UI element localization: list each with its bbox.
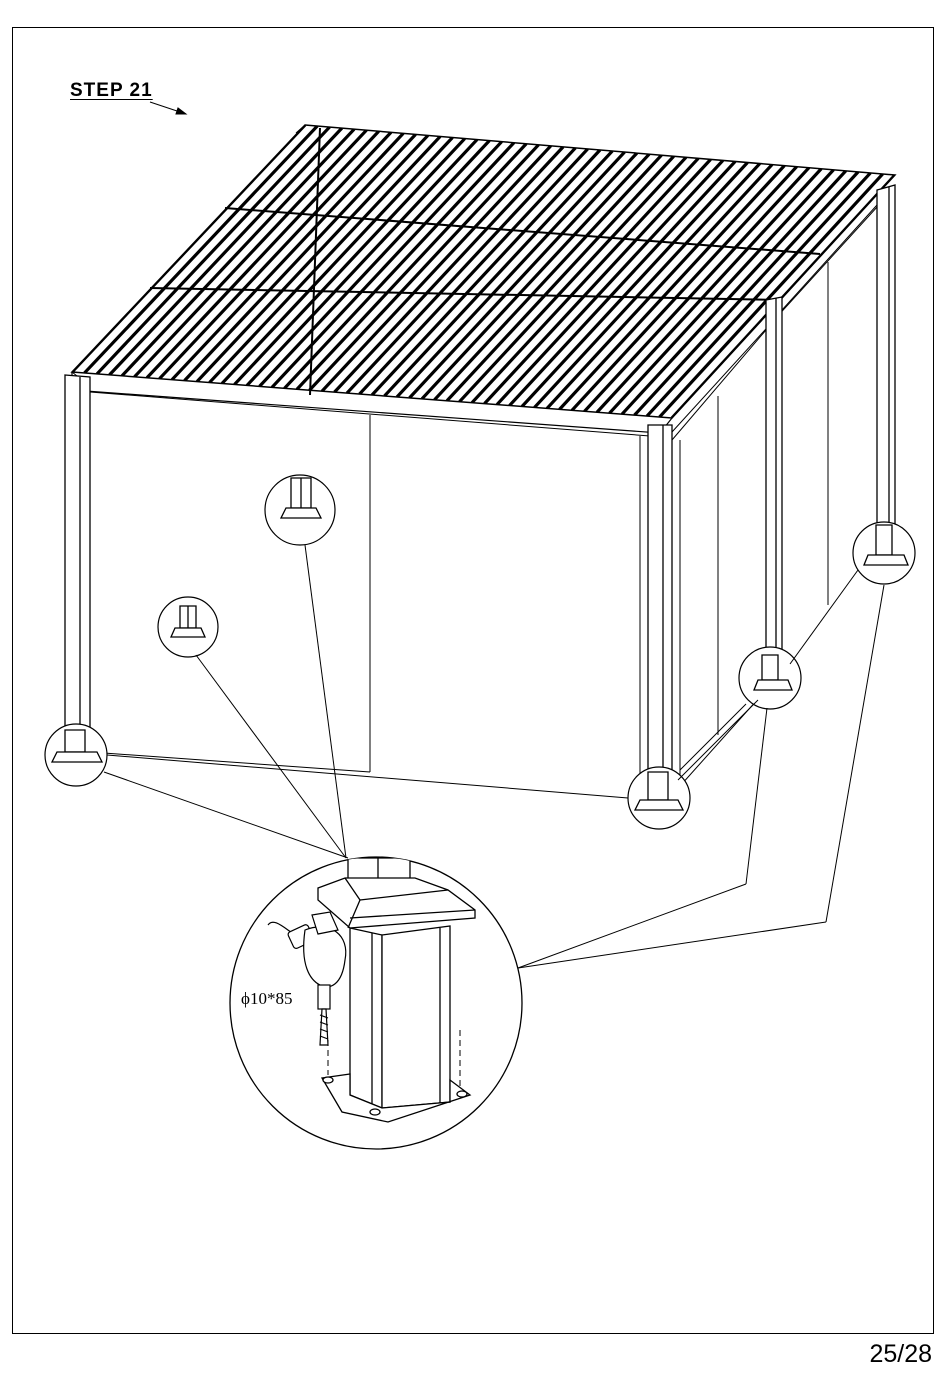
post-base-callouts (45, 475, 915, 829)
step-arrow (150, 102, 186, 114)
detail-view: ϕ10*85 (230, 857, 522, 1149)
page-number: 25/28 (869, 1340, 932, 1369)
drill-bit-size-label: ϕ10*85 (241, 989, 292, 1008)
